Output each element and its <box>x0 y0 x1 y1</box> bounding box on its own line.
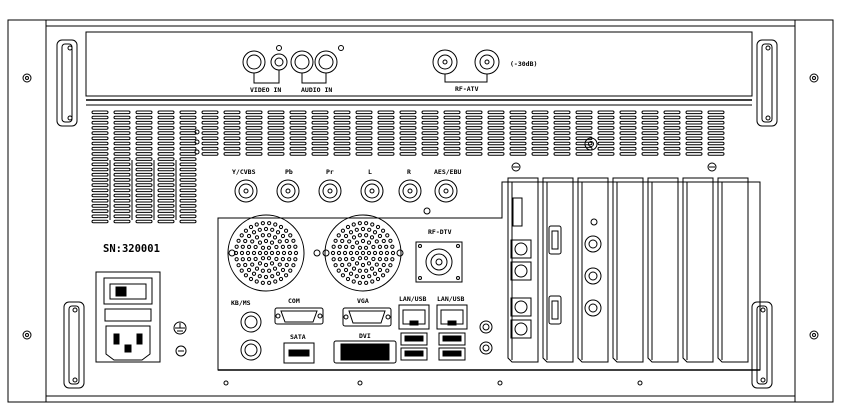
audio-in-connectors <box>290 45 344 84</box>
y-cvbs-label: Y/CVBS <box>232 168 256 176</box>
pr-label: Pr <box>326 168 334 176</box>
lan-usb-1-label: LAN/USB <box>399 295 426 303</box>
lan-usb-1-ports <box>398 304 430 361</box>
rf-dtv-label: RF-DTV <box>428 228 452 236</box>
pb-label: Pb <box>285 168 293 176</box>
rf-atv-attenuation-label: (-30dB) <box>510 60 537 68</box>
fan-screws <box>228 249 404 257</box>
com-label: COM <box>288 297 300 305</box>
right-rack-ear <box>794 19 834 403</box>
serial-number: SN:320001 <box>103 243 160 255</box>
rf-dtv-connector <box>415 241 463 283</box>
ground-symbol-icon <box>173 321 187 357</box>
analog-bnc-row <box>234 179 458 203</box>
dvi-port <box>333 340 397 364</box>
handle-top-right <box>756 39 778 127</box>
video-in-label: VIDEO IN <box>250 86 281 94</box>
panel-body <box>45 25 796 397</box>
lan-usb-2-ports <box>436 304 468 361</box>
power-switch-icon <box>115 286 127 297</box>
panel-screws <box>194 129 717 172</box>
coax-jack-small <box>584 137 598 151</box>
aes-ebu-label: AES/EBU <box>434 168 461 176</box>
slot2-hdmi-ports <box>548 225 562 325</box>
fan-grille-icon <box>227 214 305 292</box>
vga-label: VGA <box>357 297 369 305</box>
vga-port <box>342 307 392 327</box>
dvi-label: DVI <box>359 332 371 340</box>
fan-grille-icon <box>324 214 402 292</box>
video-in-connectors <box>242 45 288 84</box>
pci-slot-brackets <box>507 177 749 363</box>
r-label: R <box>407 168 411 176</box>
rack-ear-screws <box>22 73 819 340</box>
small-screw <box>423 207 431 215</box>
com-port <box>274 307 324 325</box>
audio-jacks <box>479 320 493 355</box>
kb-ms-label: KB/MS <box>231 299 251 307</box>
handle-bottom-left <box>63 301 85 389</box>
l-label: L <box>368 168 372 176</box>
sata-port <box>283 342 315 364</box>
power-inlet <box>95 271 161 363</box>
audio-in-label: AUDIO IN <box>301 86 332 94</box>
sata-label: SATA <box>290 333 306 341</box>
left-rack-ear <box>7 19 47 403</box>
ventilation-slots <box>91 110 725 224</box>
rf-atv-connectors <box>432 49 500 83</box>
handle-top-left <box>56 39 78 127</box>
slot1-connectors <box>510 197 532 339</box>
ps2-ports <box>240 311 262 361</box>
top-bay-plate <box>85 31 753 97</box>
lan-usb-2-label: LAN/USB <box>437 295 464 303</box>
rf-atv-label: RF-ATV <box>455 85 479 93</box>
io-board-outline <box>217 181 761 371</box>
io-board-screws <box>223 380 643 386</box>
slot3-rf-ports <box>584 218 602 317</box>
handle-bottom-right <box>751 301 773 389</box>
